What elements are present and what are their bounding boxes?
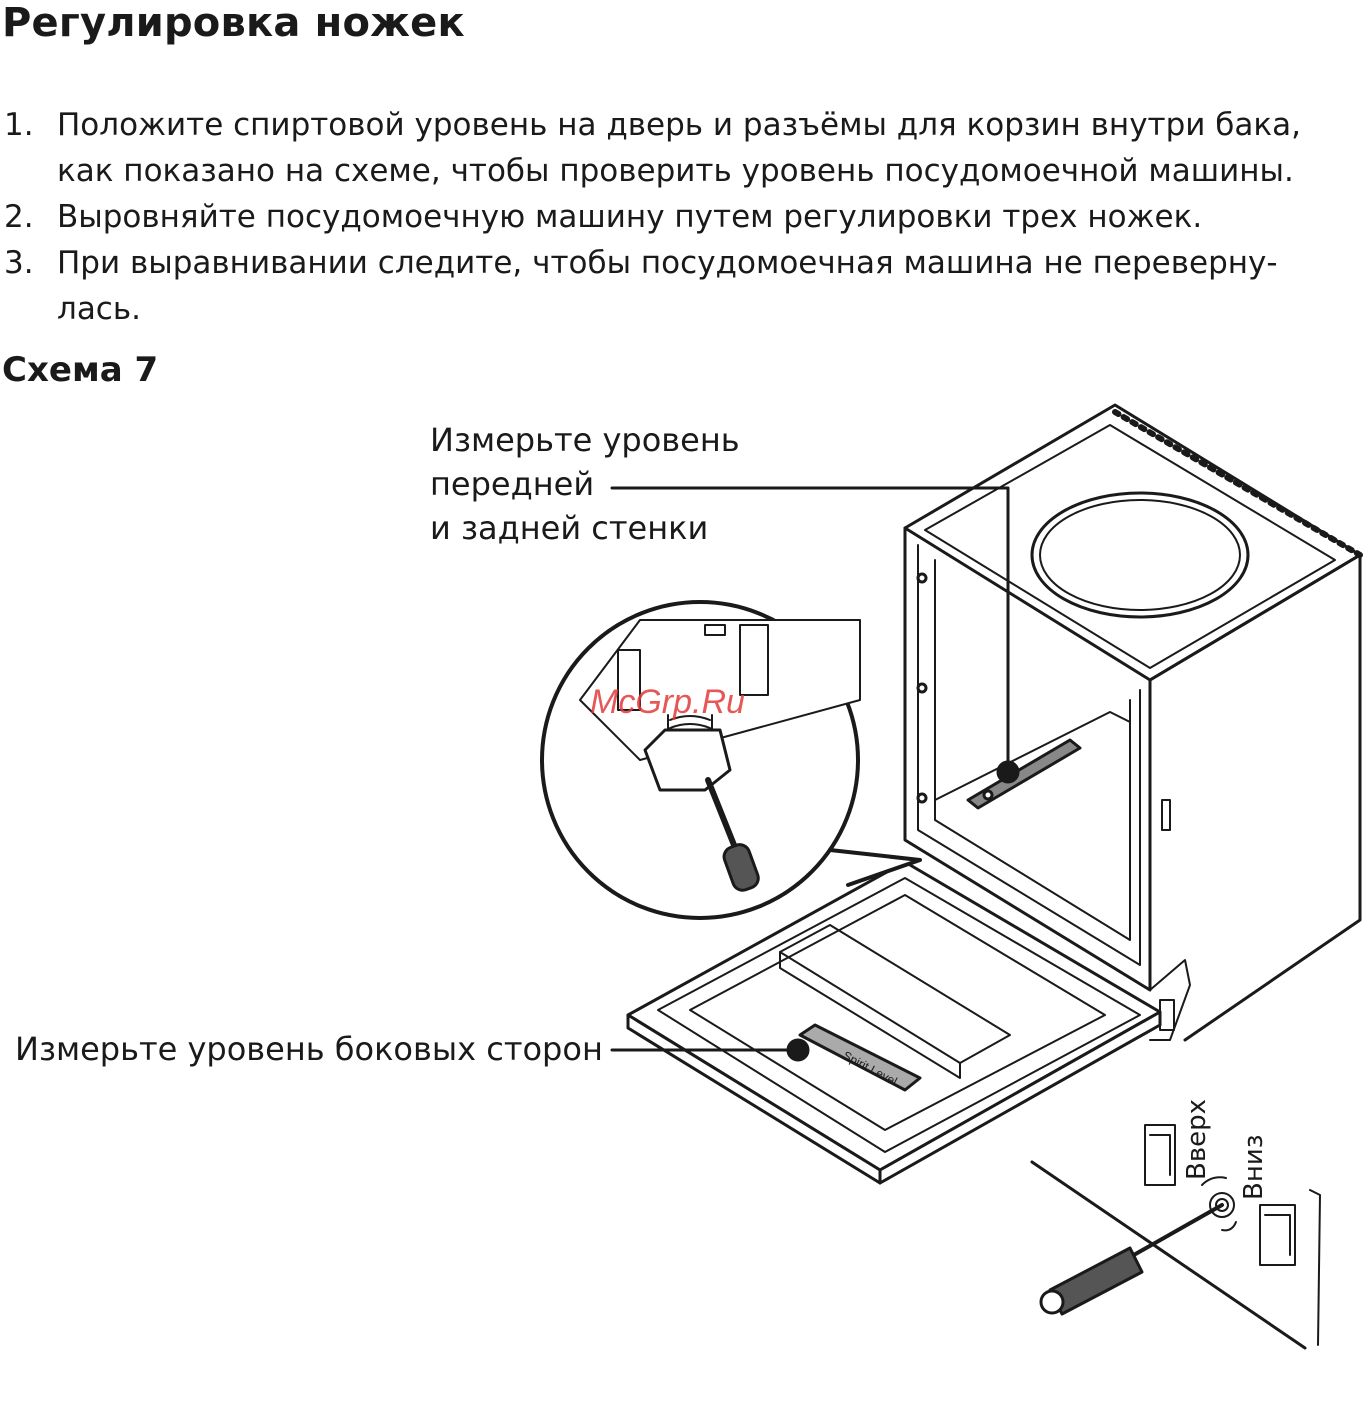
label-line: Измерьте уровень: [430, 421, 740, 459]
list-item: 3. При выравнивании следите, чтобы посуд…: [0, 240, 1360, 332]
door-hinge: [1149, 959, 1191, 1041]
step-text: При выравнивании следите, чтобы посудомо…: [57, 245, 1278, 327]
label-line: и задней стенки: [430, 509, 709, 547]
step-number: 2.: [4, 199, 34, 235]
list-item: 1. Положите спиртовой уровень на дверь и…: [0, 102, 1360, 194]
watermark: McGrp.Ru: [590, 683, 745, 721]
list-item: 2. Выровняйте посудомоечную машину путем…: [0, 194, 1360, 240]
open-door: [626, 860, 1162, 1185]
label-front-back: Измерьте уровень передней и задней стенк…: [430, 418, 740, 550]
up-label: Вверх: [1182, 1099, 1212, 1180]
page-title: Регулировка ножек: [2, 0, 465, 46]
cabinet-body: [903, 526, 1362, 1042]
step-number: 3.: [4, 245, 34, 281]
down-label: Вниз: [1239, 1134, 1269, 1200]
step-number: 1.: [4, 107, 34, 143]
leader-lines: [610, 486, 1010, 1062]
label-sides: Измерьте уровень боковых сторон: [15, 1030, 603, 1068]
step-text: Выровняйте посудомоечную машину путем ре…: [57, 199, 1203, 235]
instruction-list: 1. Положите спиртовой уровень на дверь и…: [0, 102, 1360, 332]
scheme-title: Схема 7: [2, 350, 159, 390]
cabinet-top: [903, 403, 1363, 682]
label-line: передней: [430, 465, 595, 503]
adjust-detail: [1030, 1124, 1321, 1350]
foot-zoom-circle: [540, 600, 922, 920]
step-text: Положите спиртовой уровень на дверь и ра…: [57, 107, 1301, 189]
